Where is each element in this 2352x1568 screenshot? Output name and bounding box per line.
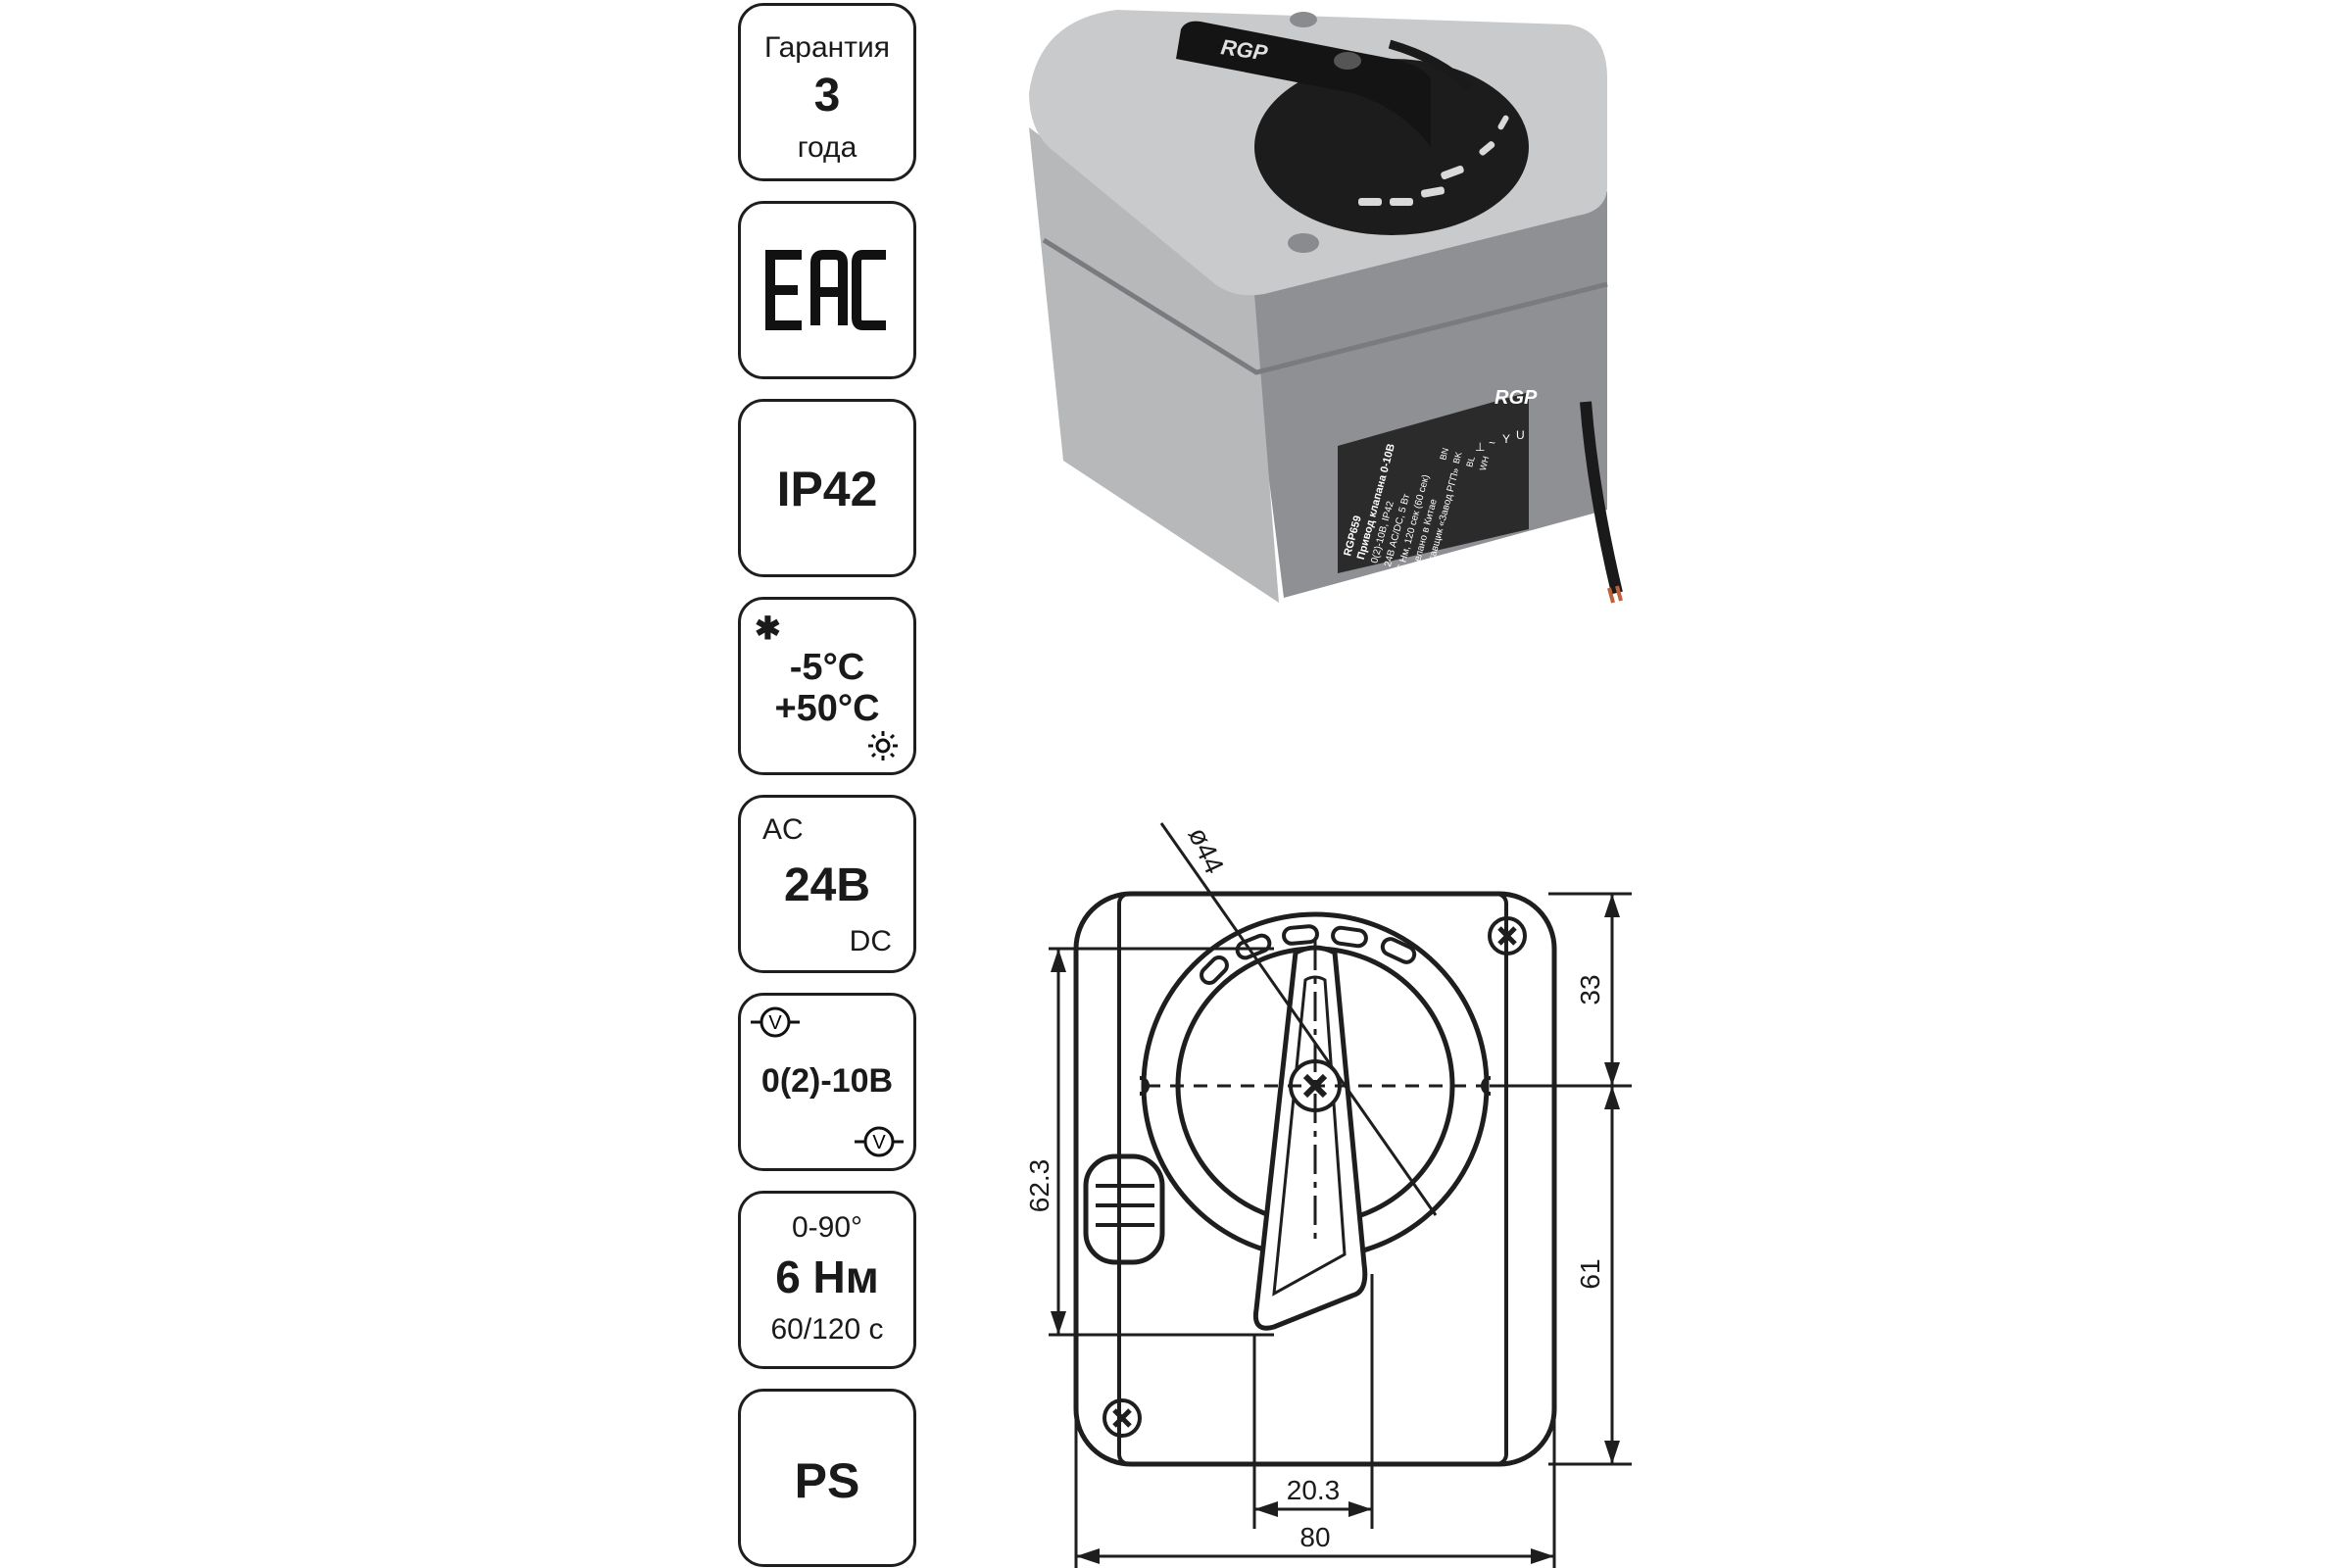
ip-value: IP42 xyxy=(776,462,878,516)
dim-diameter: ø44 xyxy=(1183,822,1230,878)
terminal-symbol: Y xyxy=(1502,432,1510,446)
terminal-label: BN xyxy=(1438,447,1450,462)
svg-text:V: V xyxy=(768,1012,782,1034)
product-label: RGP RGP659 Привод клапана 0-10В 0(2)-10В… xyxy=(1338,387,1538,579)
torque-badge: 0-90° 6 Нм 60/120 с xyxy=(738,1191,916,1369)
snowflake-icon: ✱ xyxy=(755,611,781,646)
terminal-symbol: ~ xyxy=(1489,436,1495,450)
warranty-value: 3 xyxy=(813,70,841,122)
dim-total-width: 80 xyxy=(1299,1522,1330,1552)
dim-height-bottom: 61 xyxy=(1575,1258,1605,1289)
terminal-symbol: U xyxy=(1516,428,1525,442)
actuator-render: RGP RGP RGP659 Привод клапана 0-10В 0(2)… xyxy=(1029,10,1623,604)
voltage-icon: V xyxy=(751,1006,800,1038)
ps-badge: PS xyxy=(738,1389,916,1567)
warranty-badge: Гарантия 3 года xyxy=(738,3,916,181)
signal-badge: V 0(2)-10В V xyxy=(738,993,916,1171)
technical-drawing xyxy=(1049,822,1632,1568)
terminal-label: WH xyxy=(1478,455,1492,471)
torque-value: 6 Нм xyxy=(775,1251,879,1302)
terminal-label: BK xyxy=(1451,451,1464,465)
ip-badge: IP42 xyxy=(738,399,916,577)
power-value: 24В xyxy=(783,859,871,911)
voltage-icon: V xyxy=(855,1126,904,1157)
power-badge: AC 24В DC xyxy=(738,795,916,973)
terminal-label: BL xyxy=(1464,456,1477,468)
power-ac: AC xyxy=(762,813,804,846)
dim-handle-width: 20.3 xyxy=(1287,1475,1341,1505)
temp-low: -5°C xyxy=(789,647,865,688)
warranty-top: Гарантия xyxy=(764,31,890,64)
temp-high: +50°C xyxy=(774,688,880,729)
temperature-badge: ✱ -5°C +50°C xyxy=(738,597,916,775)
signal-value: 0(2)-10В xyxy=(760,1062,894,1100)
power-dc: DC xyxy=(849,925,892,957)
svg-text:V: V xyxy=(872,1132,886,1153)
torque-angle: 0-90° xyxy=(791,1211,863,1244)
eac-badge xyxy=(738,201,916,379)
dim-height-total: 62.3 xyxy=(1024,1159,1054,1213)
dim-height-top: 33 xyxy=(1575,974,1605,1004)
ps-value: PS xyxy=(794,1453,860,1508)
eac-logo xyxy=(765,250,886,330)
torque-time: 60/120 с xyxy=(770,1313,884,1346)
dimension-arrows xyxy=(1051,894,1620,1564)
terminal-symbol: ⊥ xyxy=(1475,440,1485,454)
sun-icon xyxy=(868,731,898,760)
warranty-bottom: года xyxy=(797,131,858,164)
label-brand: RGP xyxy=(1494,387,1538,409)
